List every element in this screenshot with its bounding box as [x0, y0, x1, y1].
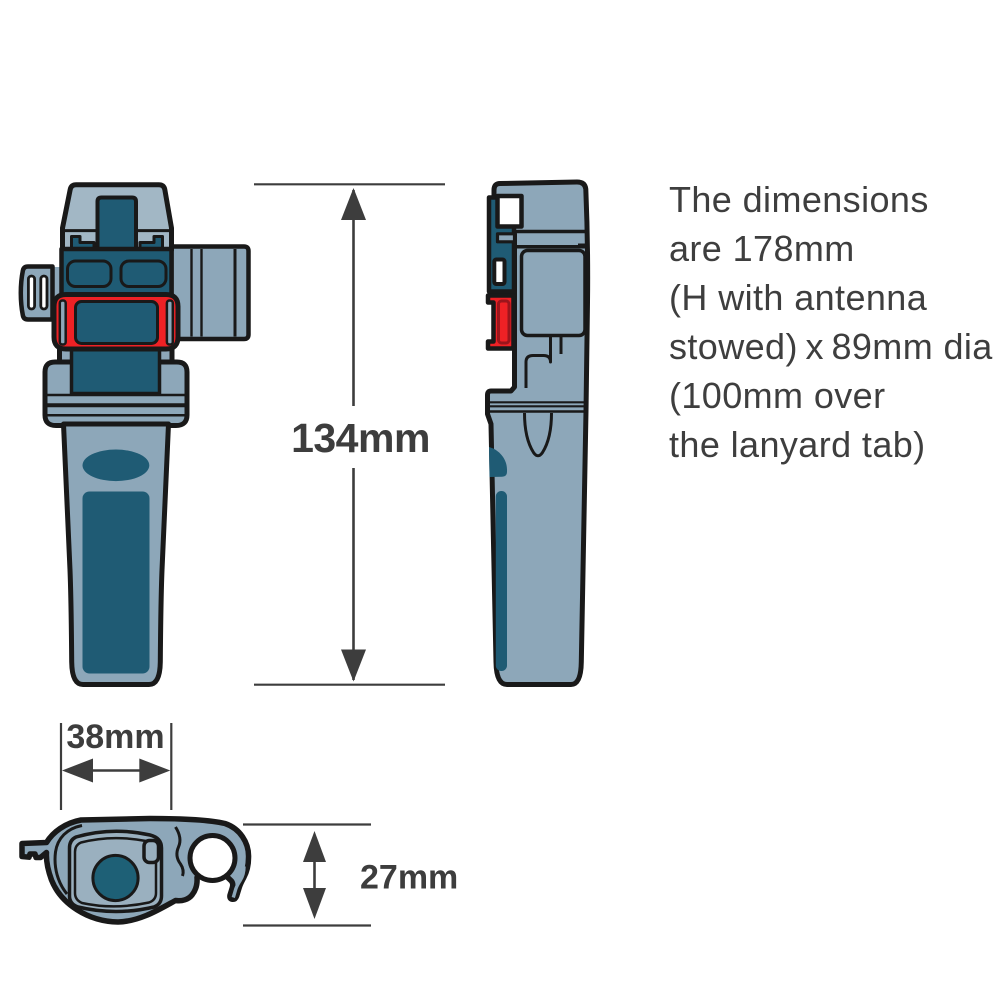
svg-text:38mm: 38mm — [66, 718, 164, 756]
svg-text:134mm: 134mm — [291, 415, 430, 461]
svg-text:27mm: 27mm — [360, 859, 458, 897]
